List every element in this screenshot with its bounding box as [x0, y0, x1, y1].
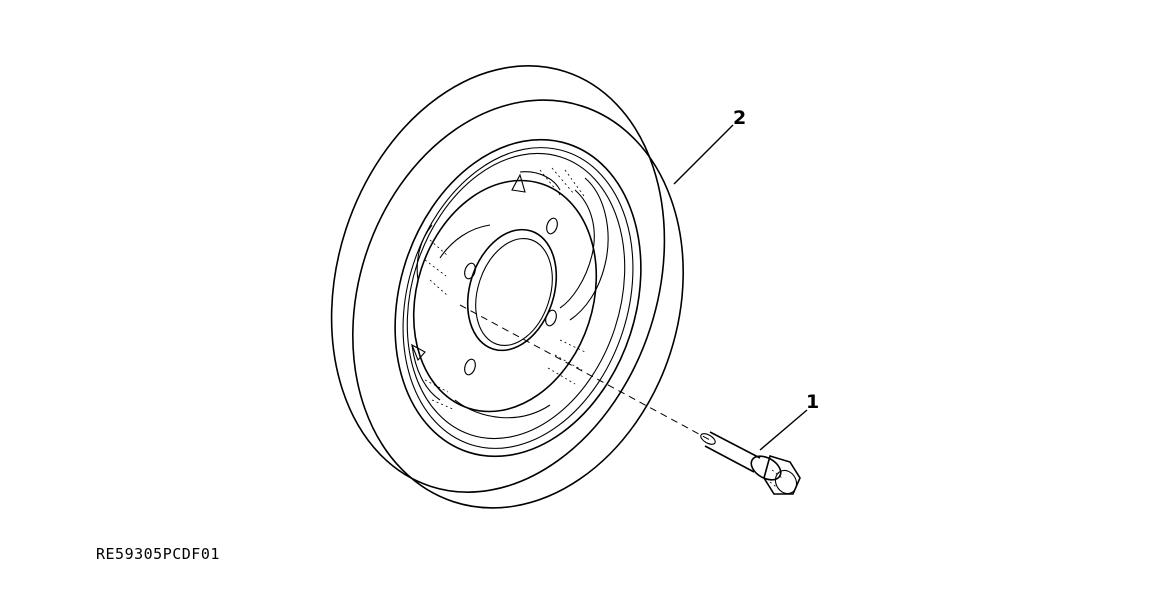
figure-id: RE59305PCDF01 [96, 545, 220, 563]
leader-line-1 [759, 409, 808, 451]
leader-line-2 [673, 124, 734, 185]
callout-1: 1 [806, 391, 819, 413]
bolt [700, 431, 801, 495]
crankshaft-damper [330, 65, 684, 509]
center-line [459, 304, 711, 441]
callout-2: 2 [733, 107, 746, 129]
